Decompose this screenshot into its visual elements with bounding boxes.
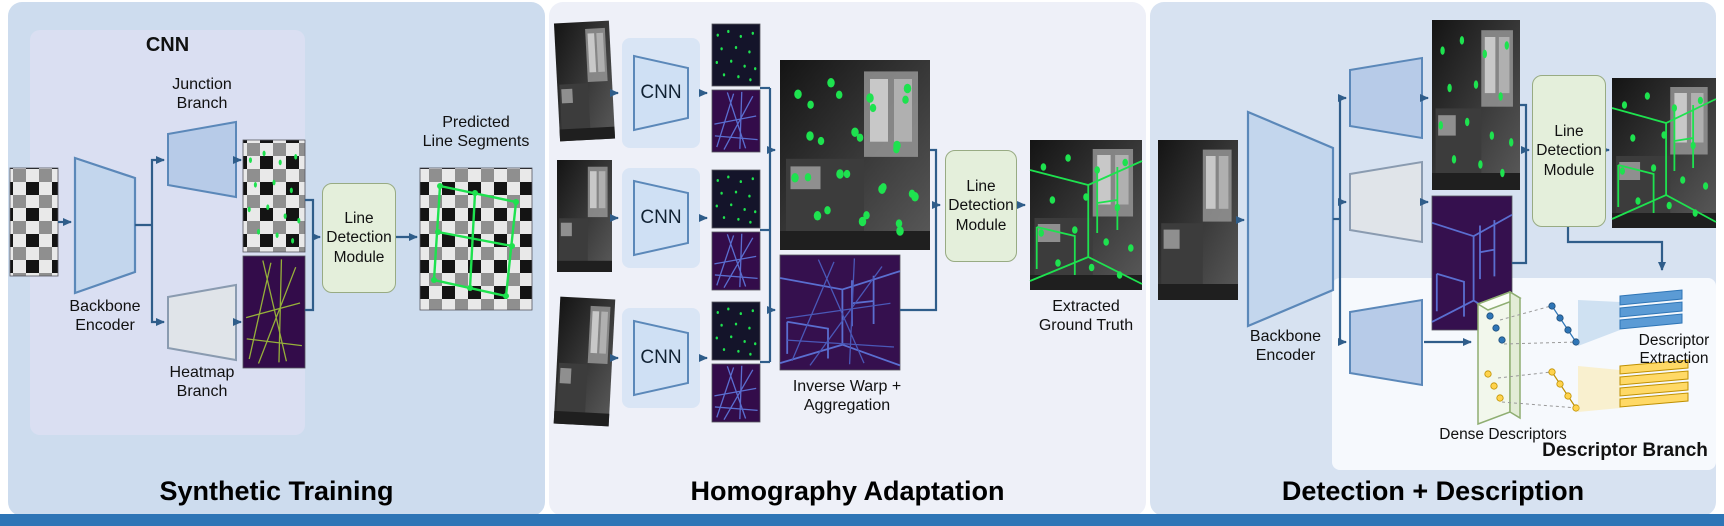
bottom-accent-bar [0,514,1724,526]
junction-descriptor-dots [1486,300,1620,346]
homography-connectors [610,86,1026,364]
backbone-encoder-label-2: Backbone Encoder [1249,328,1322,364]
detection-connectors [1236,94,1666,346]
connector [1520,103,1528,150]
detection-input-image [1158,140,1238,300]
synthetic-connectors [58,156,418,326]
junction-head-shape [1349,56,1423,140]
line-descriptor-dots [1484,366,1620,412]
heatmap-head-shape [1349,160,1423,244]
backbone-encoder-label: Backbone Encoder [69,298,141,334]
cnn-trapezoid-1 [633,54,689,132]
cnn-trapezoid-3 [633,319,689,397]
synthetic-training-title: Synthetic Training [159,476,394,506]
heatmap-image [243,256,305,368]
arrow [150,156,165,225]
warped-input-image-2 [557,160,612,272]
cnn-label: CNN [145,34,190,56]
connector [930,148,938,205]
warped-input-image-3 [553,296,616,427]
inverse-warp-aggregation-label: Inverse Warp + Aggregation [792,378,902,414]
arrow [150,225,165,326]
backbone-encoder-shape [73,156,137,295]
predicted-line-segments-label: Predicted Line Segments [422,114,530,150]
detection-description-title: Detection + Description [1281,476,1585,506]
warped-input-image-1 [553,20,616,142]
line-detection-module-1: Line Detection Module [322,183,396,293]
detection-junction-image [1432,20,1520,190]
descriptor-branch-label: Descriptor Branch [1542,440,1708,461]
line-detection-module-3: Line Detection Module [1532,75,1606,227]
cnn-label-2: CNN [640,207,682,228]
dense-descriptors-label: Dense Descriptors [1439,426,1567,443]
heatmap-branch-label: Heatmap Branch [169,364,235,400]
junction-branch-label: Junction Branch [172,76,232,112]
detected-lines-result-image [1612,78,1716,228]
arrow [1566,225,1666,271]
connector [305,237,315,312]
extracted-ground-truth-image [1030,140,1142,290]
cnn-label-1: CNN [640,82,682,103]
aggregated-junction-image [780,60,930,250]
junction-map-image [242,139,306,253]
line-detection-module-2: Line Detection Module [945,150,1017,262]
connector [305,198,315,237]
backbone-encoder-shape-2 [1246,110,1335,328]
cnn-output-pairs [712,23,760,422]
connector [900,205,938,312]
descriptor-head-shape [1349,298,1423,387]
junction-descriptor-stack [1619,289,1683,330]
junction-branch-shape [167,120,237,199]
descriptor-extraction-label: Descriptor Extraction [1638,332,1710,368]
cnn-trapezoid-2 [633,179,689,257]
extracted-ground-truth-label: Extracted Ground Truth [1038,298,1134,334]
connector [1512,150,1528,265]
homography-adaptation-title: Homography Adaptation [690,476,1005,506]
dense-descriptor-volume [1476,290,1522,426]
line-descriptor-stack [1619,359,1689,408]
descriptor-sampling-lines [1497,305,1578,409]
synthetic-input-image [9,167,59,277]
aggregated-heatmap-image [780,255,900,370]
heatmap-branch-shape [167,283,237,362]
cnn-label-3: CNN [640,347,682,368]
predicted-line-segments-image [419,167,533,311]
